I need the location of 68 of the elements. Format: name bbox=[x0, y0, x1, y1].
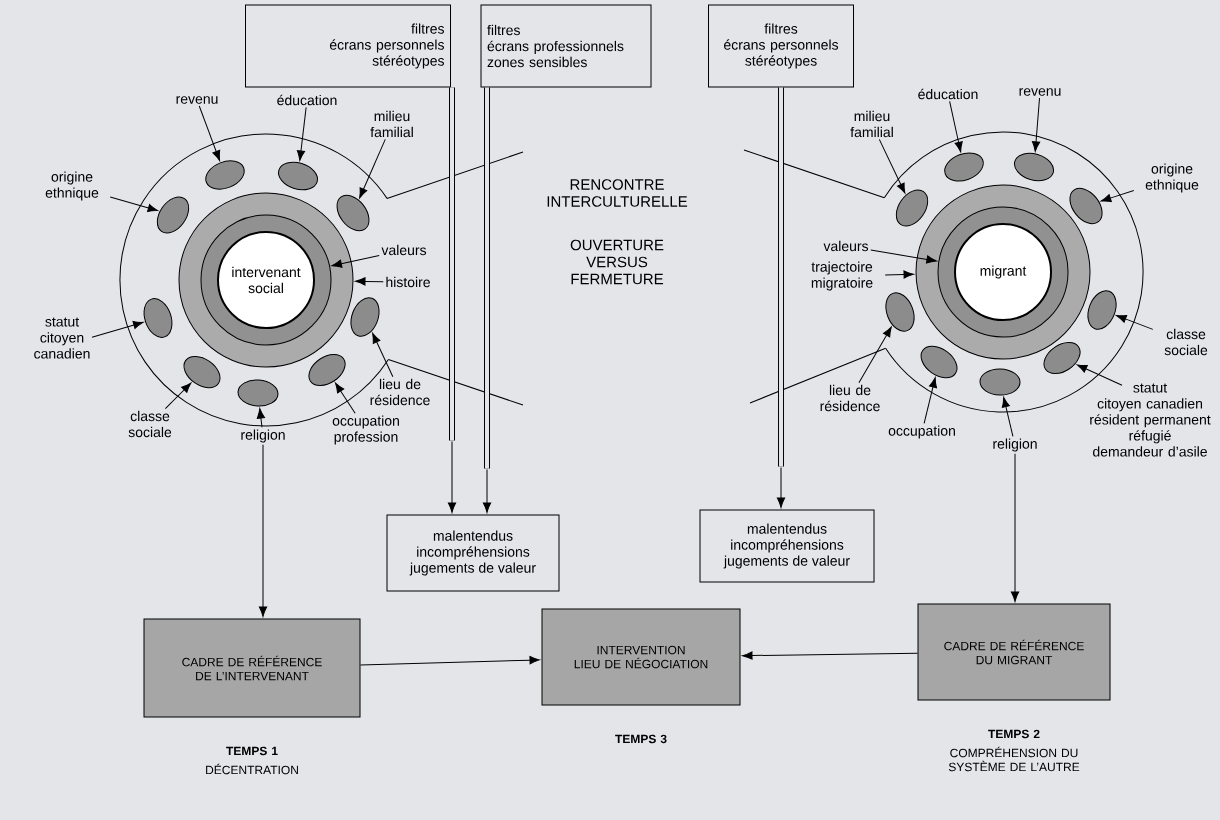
arrow bbox=[776, 87, 786, 508]
factor-label: valeurs bbox=[823, 240, 869, 252]
time-caption: TEMPS 3 bbox=[615, 734, 667, 744]
arrow bbox=[1076, 364, 1123, 386]
frame-box: CADRE DE RÉFÉRENCE DE L’INTERVENANT bbox=[143, 618, 361, 718]
arrow bbox=[256, 408, 265, 428]
arrow bbox=[482, 87, 492, 513]
outcome-box: malentendus incompréhensions jugements de valeur bbox=[699, 509, 875, 583]
arrow bbox=[949, 100, 963, 153]
filter-box: filtres écrans personnels stéréotypes bbox=[245, 4, 451, 88]
factor-label: revenu bbox=[1019, 88, 1061, 96]
arrow bbox=[1100, 189, 1135, 203]
arrow bbox=[878, 138, 906, 194]
arrow bbox=[742, 651, 918, 660]
arrow bbox=[109, 196, 159, 212]
arrow bbox=[91, 321, 144, 338]
factor-label: religion bbox=[241, 429, 285, 443]
arrow bbox=[198, 105, 221, 161]
arrow bbox=[258, 444, 268, 617]
factor-label: trajectoire migratoire bbox=[811, 261, 873, 291]
arrow bbox=[1010, 453, 1020, 602]
factor-label: revenu bbox=[176, 96, 218, 104]
filter-box: filtres écrans professionnels zones sensibles bbox=[480, 4, 652, 88]
heading-text: OUVERTURE VERSUS FERMETURE bbox=[570, 239, 664, 285]
arrow bbox=[870, 249, 937, 264]
factor-label: valeurs bbox=[381, 244, 427, 256]
factor-label: milieu familial bbox=[370, 110, 413, 138]
factor-label: lieu de résidence bbox=[820, 384, 880, 412]
frame-box: CADRE DE RÉFÉRENCE DU MIGRANT bbox=[917, 603, 1111, 701]
filter-box: filtres écrans personnels stéréotypes bbox=[708, 4, 854, 88]
arrow bbox=[858, 326, 892, 384]
time-caption: TEMPS 2 bbox=[988, 729, 1040, 739]
heading-text: RENCONTRE INTERCULTURELLE bbox=[547, 179, 688, 207]
factor-label: classe sociale bbox=[128, 410, 172, 438]
arrow bbox=[1001, 396, 1014, 437]
arrow bbox=[164, 382, 192, 410]
factor-label: milieu familial bbox=[850, 110, 893, 138]
factor-label: religion bbox=[993, 438, 1037, 452]
arrow bbox=[355, 277, 384, 286]
factor-label: lieu de résidence bbox=[370, 378, 430, 406]
factor-label: classe sociale bbox=[1164, 328, 1208, 356]
arrow bbox=[359, 138, 386, 199]
factor-label: occupation bbox=[888, 425, 955, 439]
oval bbox=[237, 379, 279, 407]
factor-label: histoire bbox=[386, 276, 430, 288]
arrow bbox=[447, 87, 457, 513]
arrow bbox=[1116, 315, 1154, 330]
arrow bbox=[360, 656, 540, 666]
arrow bbox=[923, 377, 937, 424]
oval bbox=[979, 368, 1021, 396]
time-caption: COMPRÉHENSION DU SYSTÈME DE L’AUTRE bbox=[948, 746, 1080, 772]
outcome-box: malentendus incompréhensions jugements de valeur bbox=[386, 514, 560, 592]
arrow bbox=[335, 382, 356, 414]
factor-label: éducation bbox=[277, 94, 337, 106]
factor-label: origine ethnique bbox=[45, 171, 99, 201]
arrow bbox=[372, 332, 394, 378]
time-caption: TEMPS 1 bbox=[226, 746, 278, 756]
factor-label: éducation bbox=[918, 88, 978, 100]
factor-label: statut citoyen canadien résident permanent réfugié demandeur d’asile bbox=[1090, 383, 1211, 457]
factor-label: origine ethnique bbox=[1145, 163, 1199, 193]
factor-label: occupation profession bbox=[332, 415, 399, 445]
factor-label: statut citoyen canadien bbox=[34, 317, 90, 359]
time-caption: DÉCENTRATION bbox=[206, 763, 298, 775]
arrow bbox=[296, 106, 307, 161]
frame-box: INTERVENTION LIEU DE NÉGOCIATION bbox=[541, 608, 741, 706]
arrow bbox=[1031, 97, 1041, 152]
arrow bbox=[331, 254, 380, 268]
arrow bbox=[884, 270, 914, 279]
